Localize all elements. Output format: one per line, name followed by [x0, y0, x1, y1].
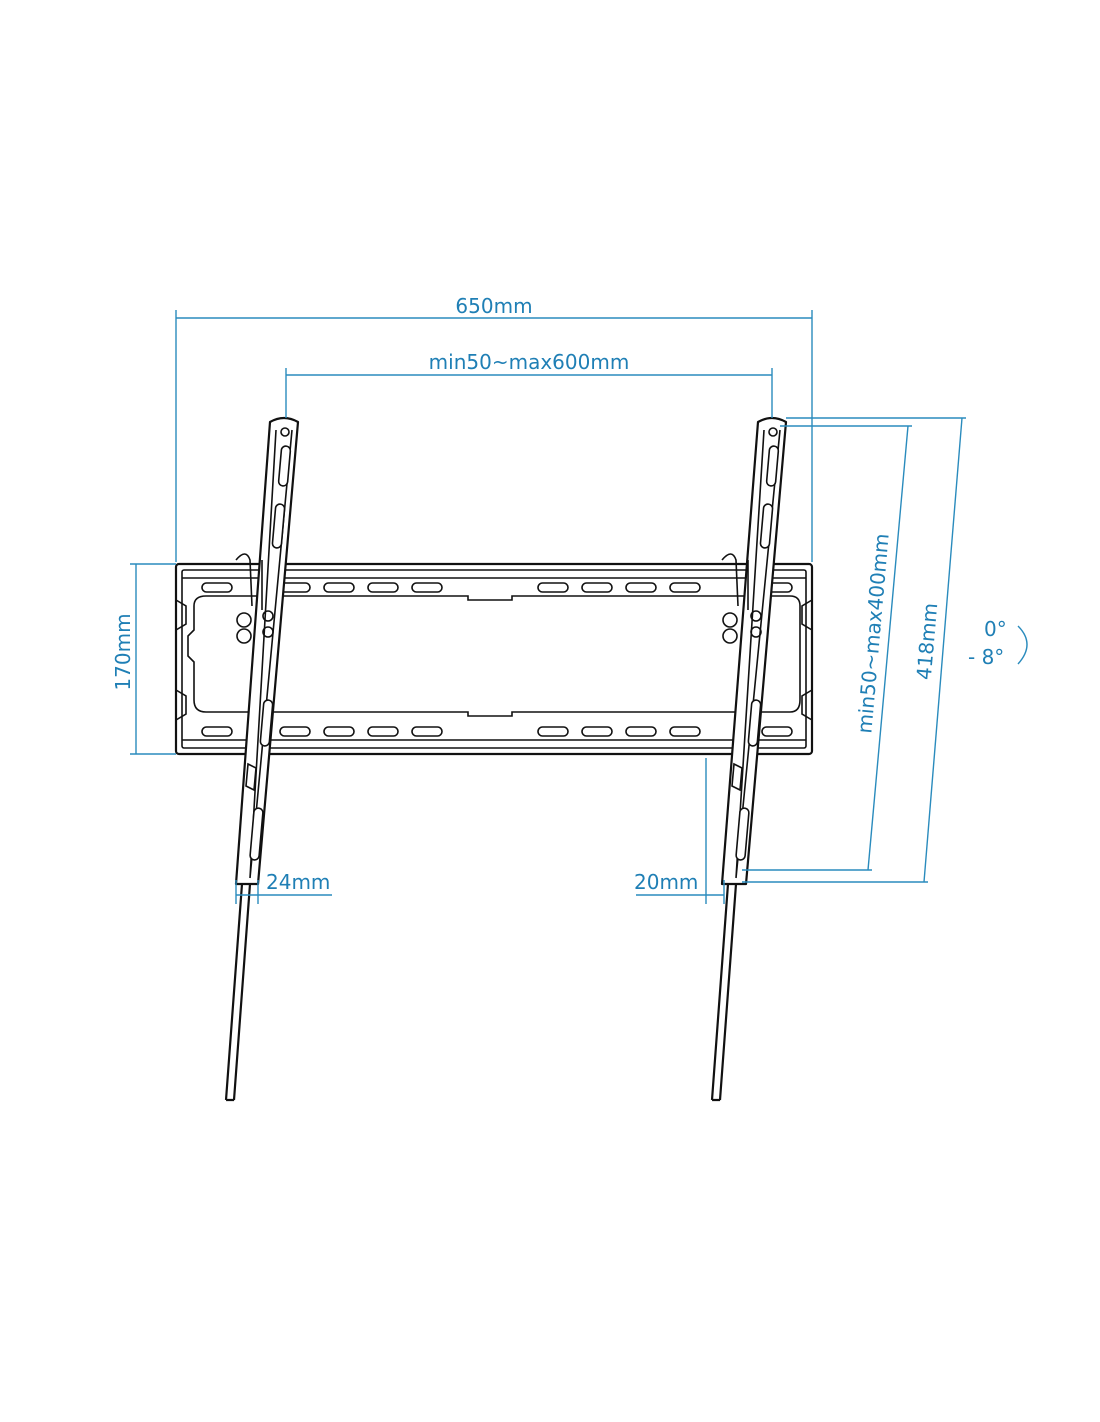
left-arm	[224, 416, 300, 1102]
dimension-plate-height: 170mm	[111, 563, 176, 755]
label-left-arm-width: 24mm	[266, 870, 330, 894]
right-arm-knobs	[722, 610, 762, 644]
dimension-left-arm-width: 24mm	[235, 870, 332, 904]
tilt-arc-icon	[1017, 625, 1028, 665]
label-vesa-vertical: min50~max400mm	[852, 532, 893, 734]
label-arm-height: 418mm	[912, 602, 943, 681]
tilt-angle-indicator: 0° - 8°	[968, 617, 1028, 669]
right-arm	[710, 416, 788, 1102]
plate-cutout	[187, 595, 801, 717]
left-arm-knobs	[236, 610, 274, 644]
label-tilt-max: 0°	[984, 617, 1007, 641]
label-plate-height: 170mm	[111, 613, 135, 690]
dimension-right-arm-width: 20mm	[634, 758, 725, 904]
plate-top-slots	[201, 582, 793, 593]
label-overall-width: 650mm	[455, 294, 532, 318]
label-vesa-horizontal: min50~max600mm	[429, 350, 630, 374]
label-tilt-min: - 8°	[968, 645, 1004, 669]
dimension-vesa-horizontal: min50~max600mm	[285, 350, 773, 418]
dimension-overall-width: 650mm	[175, 294, 813, 562]
plate-bottom-slots	[201, 726, 793, 737]
label-right-arm-width: 20mm	[634, 870, 698, 894]
